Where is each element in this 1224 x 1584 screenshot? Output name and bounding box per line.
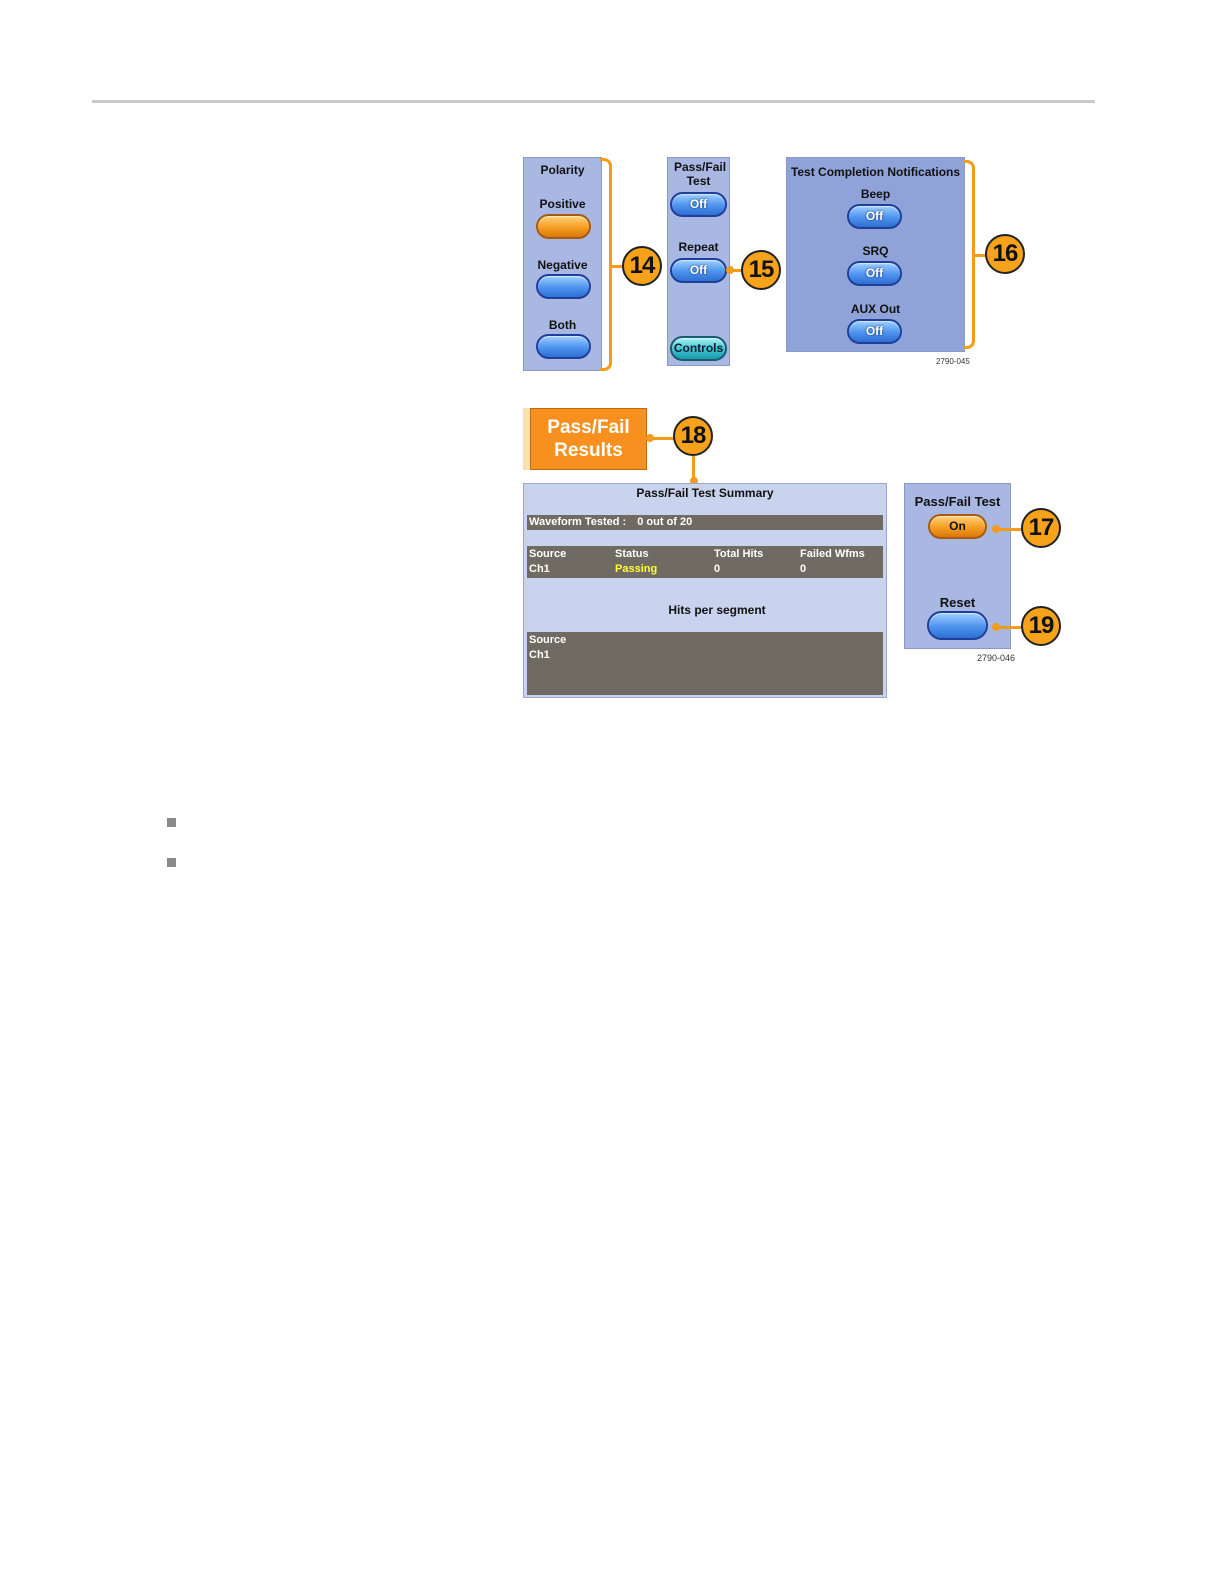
callout-17: 17 [1021,508,1061,548]
reset-label: Reset [939,595,976,610]
row-total-hits: 0 [714,563,721,575]
pass-fail-results-button[interactable]: Pass/Fail Results [523,408,647,470]
notifications-panel: Test Completion Notifications Beep Off S… [786,157,965,352]
callout-14: 14 [622,246,662,286]
repeat-label: Repeat [678,240,719,254]
waveform-tested-bar: Waveform Tested : 0 out of 20 [527,515,883,530]
pass-fail-test-panel: Pass/Fail Test Off Repeat Off Controls [667,157,730,366]
row-failed-wfms: 0 [800,563,807,575]
bullet-marker-1 [167,818,176,827]
controls-button[interactable]: Controls [670,336,727,361]
repeat-off-button[interactable]: Off [670,258,727,283]
polarity-negative-label: Negative [537,258,588,272]
results-line-2: Results [554,440,623,461]
polarity-positive-label: Positive [539,197,586,211]
srq-label: SRQ [862,244,889,258]
summary-title: Pass/Fail Test Summary [636,486,774,500]
notifications-title: Test Completion Notifications [790,165,961,179]
callout-18-leader [650,437,674,440]
beep-off-button[interactable]: Off [847,204,902,229]
hits-table: Source Ch1 [527,632,883,695]
aux-out-label: AUX Out [850,302,901,316]
callout-15-leader [730,269,742,272]
row-source: Ch1 [529,563,550,575]
polarity-panel: Polarity Positive Negative Both [523,157,602,371]
waveform-tested-label: Waveform Tested : [529,516,627,528]
callout-18-stem-anchor [690,477,698,485]
col-total-hits: Total Hits [714,548,764,560]
callout-14-leader [611,265,623,268]
pass-fail-test-off-button[interactable]: Off [670,192,727,217]
status-table: Source Status Total Hits Failed Wfms Ch1… [527,546,883,578]
beep-label: Beep [860,187,891,201]
hits-per-segment-label: Hits per segment [668,603,766,617]
callout-19-leader [996,626,1022,629]
polarity-both-label: Both [548,318,577,332]
pass-fail-side-title: Pass/Fail Test [914,494,1001,509]
reset-button[interactable] [927,611,988,640]
pass-fail-test-title: Pass/Fail Test [674,160,727,188]
results-line-1: Pass/Fail [547,417,630,438]
hits-source-header: Source [529,634,567,646]
col-source: Source [529,548,567,560]
waveform-tested-value: 0 out of 20 [637,516,693,528]
polarity-positive-button[interactable] [536,214,591,239]
callout-18-stem [692,456,695,480]
pass-fail-summary-panel: Pass/Fail Test Summary Waveform Tested :… [523,483,887,698]
polarity-negative-button[interactable] [536,274,591,299]
callout-15: 15 [741,250,781,290]
notifications-brace [963,160,975,349]
callout-16: 16 [985,234,1025,274]
aux-out-off-button[interactable]: Off [847,319,902,344]
bullet-marker-2 [167,858,176,867]
figure-id-1: 2790-045 [936,357,970,366]
pass-fail-side-panel: Pass/Fail Test On Reset [904,483,1011,649]
pass-fail-on-button[interactable]: On [928,514,987,539]
col-status: Status [615,548,649,560]
callout-19: 19 [1021,606,1061,646]
figure-id-2: 2790-046 [977,653,1016,663]
col-failed-wfms: Failed Wfms [800,548,865,560]
srq-off-button[interactable]: Off [847,261,902,286]
polarity-brace [600,158,612,371]
callout-16-leader [974,254,986,257]
polarity-both-button[interactable] [536,334,591,359]
top-rule [92,100,1095,103]
polarity-title: Polarity [540,163,585,177]
hits-source-value: Ch1 [529,649,550,661]
row-status: Passing [615,563,658,575]
callout-17-leader [996,528,1022,531]
callout-18: 18 [673,416,713,456]
